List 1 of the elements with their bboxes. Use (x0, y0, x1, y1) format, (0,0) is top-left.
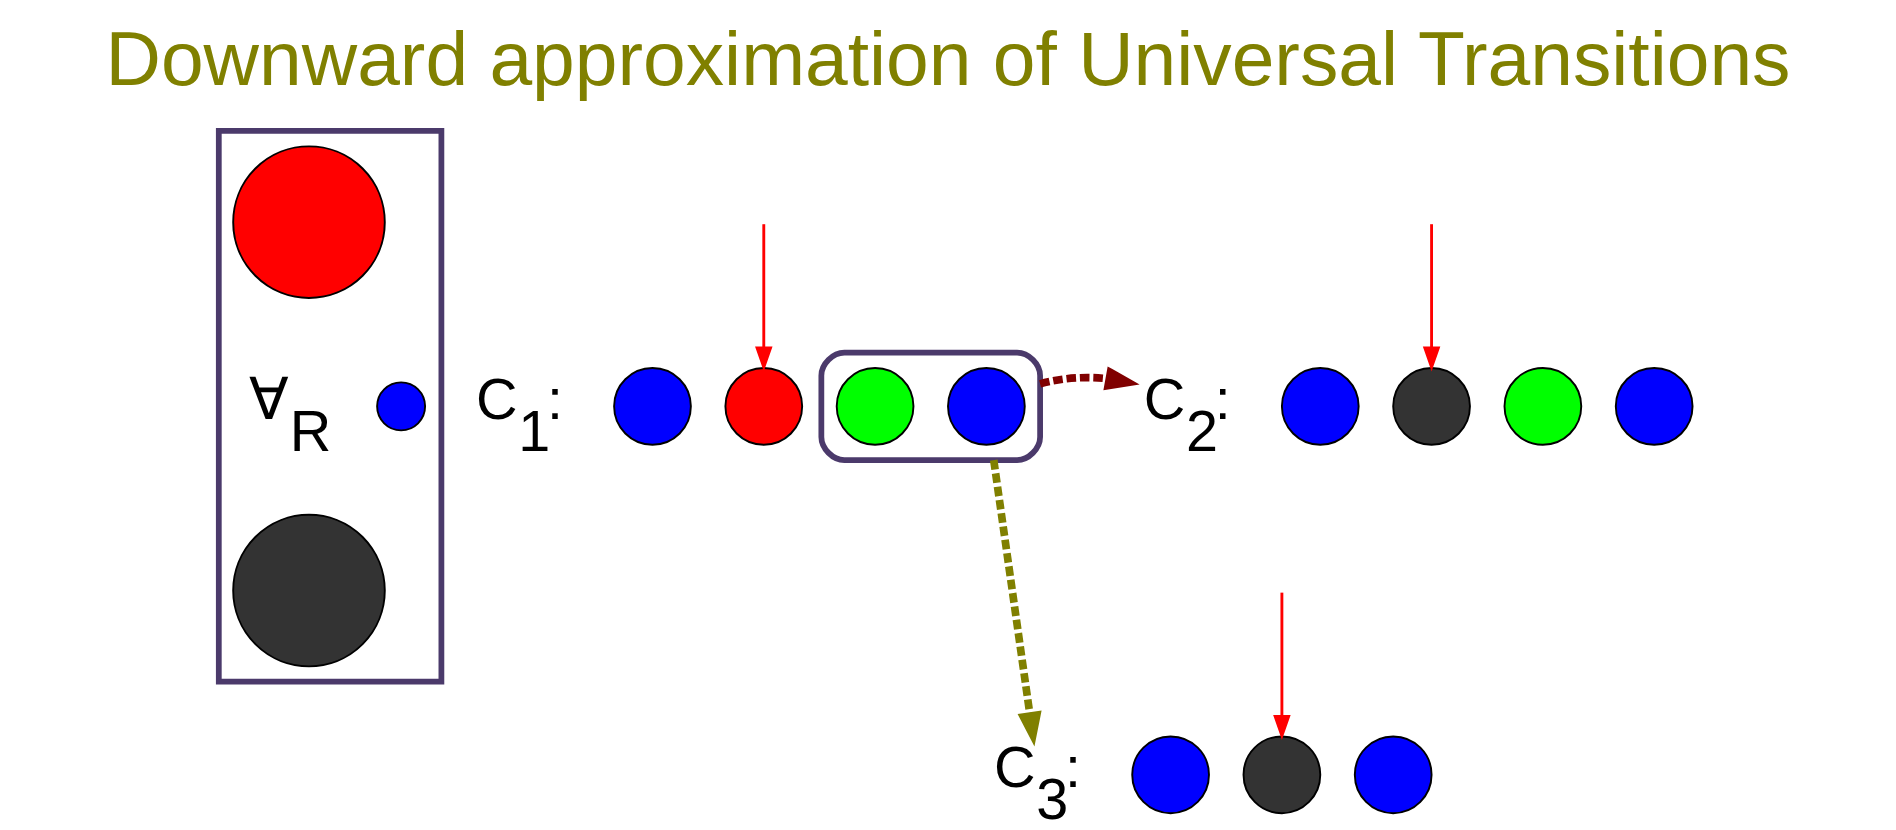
diagram-title: Downward approximation of Universal Transitions (105, 15, 1791, 101)
